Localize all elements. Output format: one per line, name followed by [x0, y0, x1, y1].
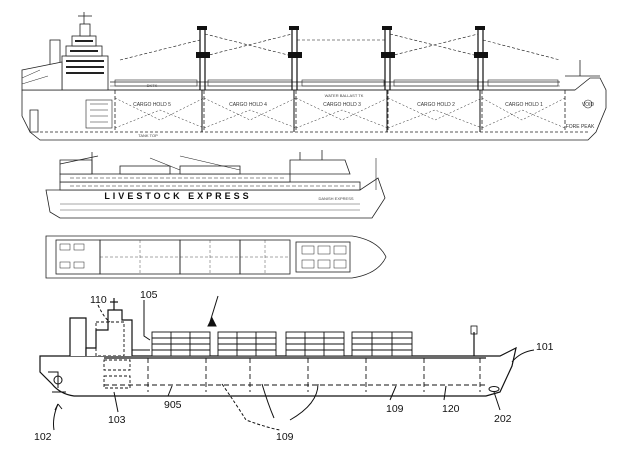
bow-ship-name: DANISH EXPRESS [318, 196, 353, 201]
livestock-express-name: LIVESTOCK EXPRESS [104, 191, 251, 201]
bulk-carrier-hull [21, 77, 607, 141]
cargo-hold-5-label: CARGO HOLD 5 [133, 102, 171, 108]
deck-container-stacks [151, 331, 413, 357]
bulk-carrier-cranes [119, 26, 561, 132]
ref-102: 102 [34, 431, 52, 443]
cargo-hold-4-label: CARGO HOLD 4 [229, 102, 267, 108]
ref-105: 105 [140, 289, 158, 301]
ref-101: 101 [536, 341, 554, 353]
tank-top-label: TANK TOP [138, 133, 158, 138]
livestock-carrier-hull [45, 177, 386, 219]
ref-110: 110 [90, 294, 107, 306]
ref-109-lower: 109 [276, 431, 294, 443]
fore-peak-label: FORE PEAK [566, 124, 595, 130]
ref-905: 905 [164, 399, 182, 411]
cargo-hold-1-label: CARGO HOLD 1 [505, 102, 543, 108]
void-label: VOID [582, 102, 595, 108]
ref-109-right: 109 [386, 403, 404, 415]
reference-leader-lines [53, 295, 535, 431]
livestock-carrier-profile [45, 150, 386, 219]
deck-tank-label: DKTK [147, 83, 158, 88]
cargo-hold-2-label: CARGO HOLD 2 [417, 102, 455, 108]
ref-103: 103 [108, 414, 126, 426]
reference-numerals: 110 105 101 102 103 905 109 109 120 202 [34, 289, 554, 443]
livestock-carrier-plan-view [45, 235, 387, 279]
patent-hull [39, 346, 517, 397]
ref-202: 202 [494, 413, 512, 425]
cargo-hold-3-label: CARGO HOLD 3 [323, 102, 361, 108]
bulk-carrier-labels: CARGO HOLD 5 CARGO HOLD 4 CARGO HOLD 3 C… [133, 83, 595, 138]
water-ballast-label: WATER BALLAST TK [325, 93, 364, 98]
bulk-carrier-profile [21, 12, 607, 141]
ref-120: 120 [442, 403, 460, 415]
patent-ship-drawing [39, 298, 517, 397]
